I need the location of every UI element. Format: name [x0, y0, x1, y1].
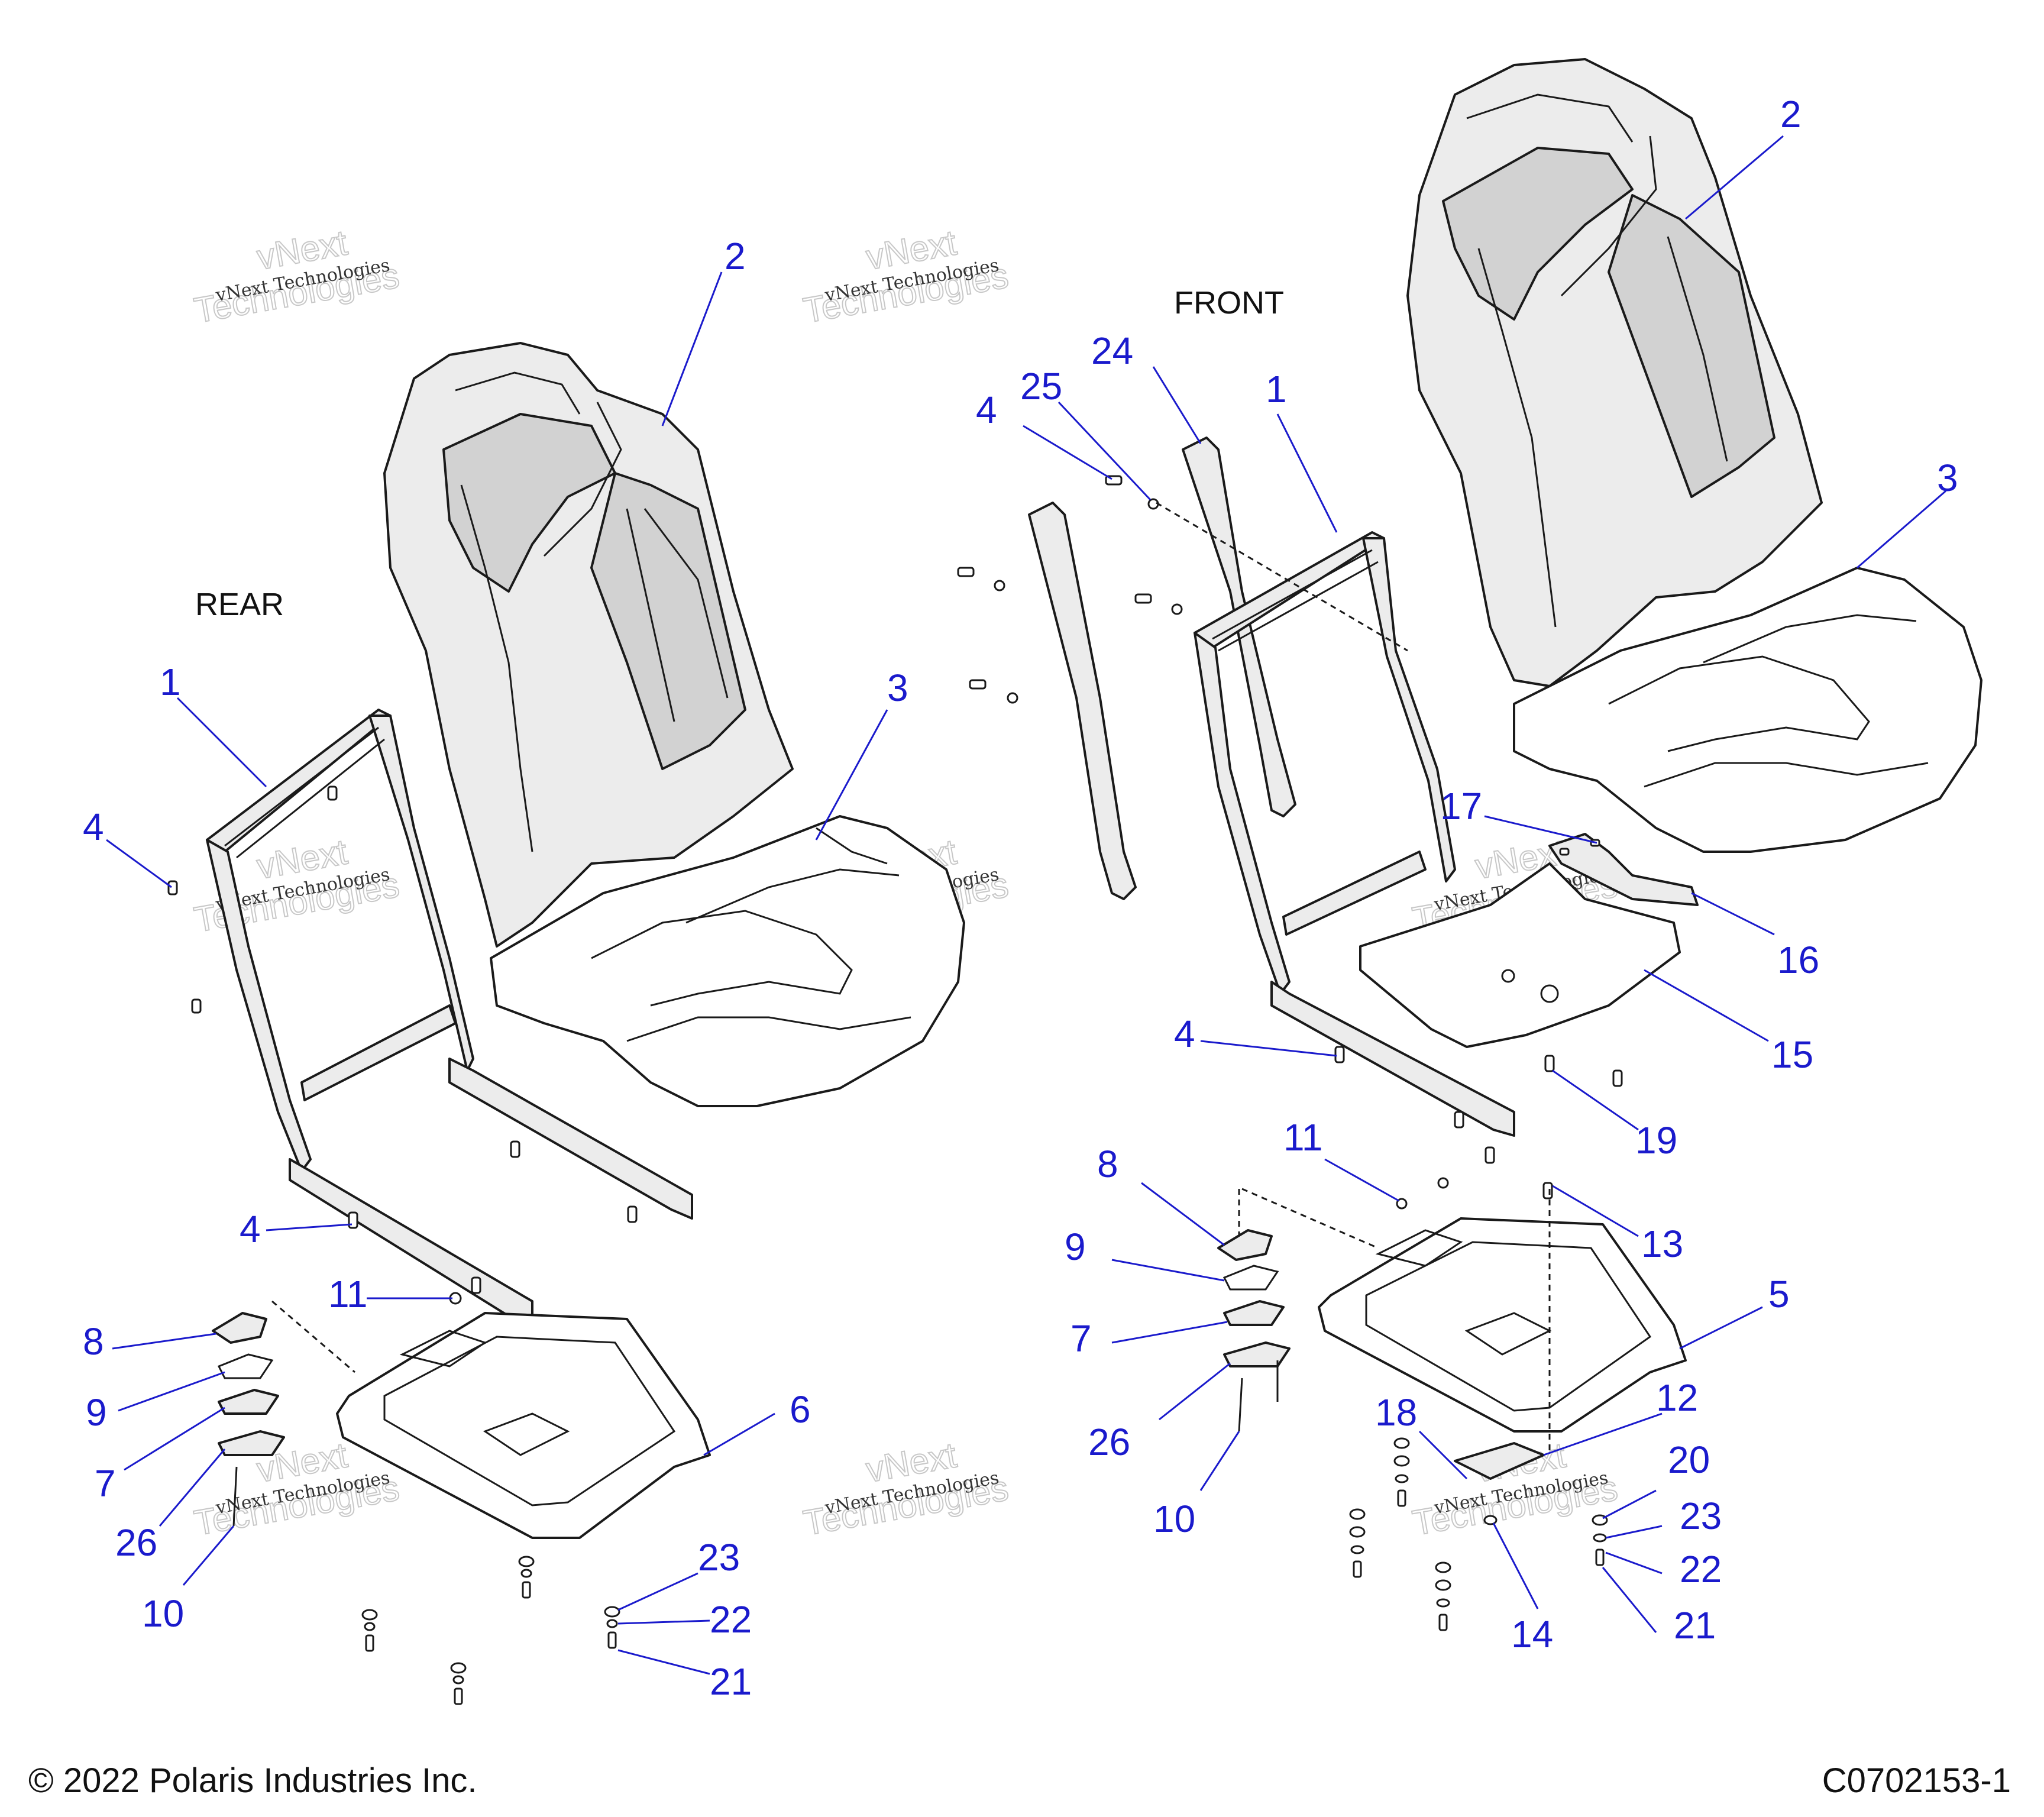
front-washer-stack-c [1435, 1561, 1451, 1631]
callout-front-10: 10 [1153, 1498, 1195, 1540]
callout-rear-1: 1 [160, 661, 181, 703]
copyright-text: © 2022 Polaris Industries Inc. [28, 1761, 477, 1800]
callout-front-13: 13 [1641, 1223, 1683, 1265]
callout-front-23: 23 [1680, 1495, 1722, 1537]
callout-front-19: 19 [1635, 1119, 1677, 1162]
callout-front-24: 24 [1091, 329, 1133, 372]
rear-seat-back [383, 342, 794, 948]
callouts-rear: 2 3 1 4 4 11 8 9 7 26 10 6 23 22 21 [83, 235, 908, 1703]
callout-front-22: 22 [1680, 1548, 1722, 1590]
callout-rear-26: 26 [115, 1521, 157, 1564]
callout-front-3: 3 [1937, 457, 1958, 499]
front-seat-cushion [1513, 567, 1982, 853]
callout-rear-9: 9 [86, 1391, 107, 1434]
callout-front-12: 12 [1656, 1376, 1698, 1419]
callout-rear-11: 11 [328, 1273, 367, 1315]
callout-rear-3: 3 [887, 667, 908, 709]
front-section-label: FRONT [1174, 285, 1284, 321]
front-assembly-line-2 [1241, 1188, 1379, 1249]
callout-front-17: 17 [1440, 785, 1482, 827]
rear-fasteners [167, 785, 638, 1705]
callout-front-1: 1 [1266, 368, 1287, 410]
callout-front-20: 20 [1668, 1438, 1710, 1481]
rear-plate-stack [212, 1312, 285, 1527]
callout-rear-4a: 4 [83, 806, 104, 848]
callout-rear-8: 8 [83, 1320, 104, 1363]
callout-front-5: 5 [1768, 1273, 1790, 1315]
callout-front-7: 7 [1070, 1317, 1092, 1360]
front-seat-base [1318, 1217, 1687, 1433]
watermark-1: vNext Technologies vNext Technologies [190, 222, 403, 331]
callout-rear-2: 2 [725, 235, 746, 277]
callout-front-25: 25 [1020, 365, 1062, 408]
callout-front-14: 14 [1511, 1613, 1553, 1656]
front-washer-stack-d [1592, 1514, 1608, 1566]
rear-section-label: REAR [195, 587, 284, 622]
rear-assembly-line [271, 1300, 355, 1373]
watermark-2: vNext Technologies vNext Technologies [800, 222, 1012, 331]
front-seat-frame [1194, 531, 1515, 1137]
callout-front-9: 9 [1065, 1226, 1086, 1268]
front-side-rails [1028, 437, 1296, 900]
callout-rear-4b: 4 [240, 1208, 261, 1250]
callout-front-18: 18 [1375, 1391, 1417, 1434]
callout-rear-10: 10 [142, 1592, 184, 1635]
front-assembly [957, 58, 1982, 1631]
front-washer-stack-b [1349, 1508, 1366, 1578]
callout-rear-23: 23 [698, 1536, 740, 1579]
rear-assembly [167, 342, 965, 1705]
callout-front-15: 15 [1771, 1033, 1813, 1076]
callout-front-4a: 4 [976, 389, 997, 431]
callout-rear-21: 21 [710, 1660, 752, 1703]
rear-seat-base [336, 1312, 711, 1539]
callout-rear-7: 7 [95, 1462, 116, 1505]
callouts-front: 24 25 4 1 2 3 17 16 15 4 19 8 11 9 13 5 … [976, 93, 1958, 1656]
callout-front-26: 26 [1088, 1421, 1130, 1463]
leader-lines [106, 135, 1946, 1675]
watermark-8: vNext Technologies vNext Technologies [800, 1434, 1012, 1543]
diagram-code: C0702153-1 [1822, 1761, 2011, 1800]
callout-front-16: 16 [1777, 939, 1819, 981]
callout-front-8: 8 [1097, 1143, 1118, 1185]
front-plate-stack [1217, 1229, 1291, 1432]
callout-front-4b: 4 [1174, 1013, 1195, 1055]
rear-seat-cushion [490, 815, 965, 1107]
front-seat-back [1406, 58, 1823, 687]
callout-front-2: 2 [1780, 93, 1802, 135]
callout-front-11: 11 [1283, 1116, 1322, 1159]
callout-rear-22: 22 [710, 1598, 752, 1641]
callout-front-21: 21 [1674, 1604, 1716, 1647]
callout-rear-6: 6 [790, 1388, 811, 1431]
front-washer-stack-a [1393, 1437, 1410, 1507]
